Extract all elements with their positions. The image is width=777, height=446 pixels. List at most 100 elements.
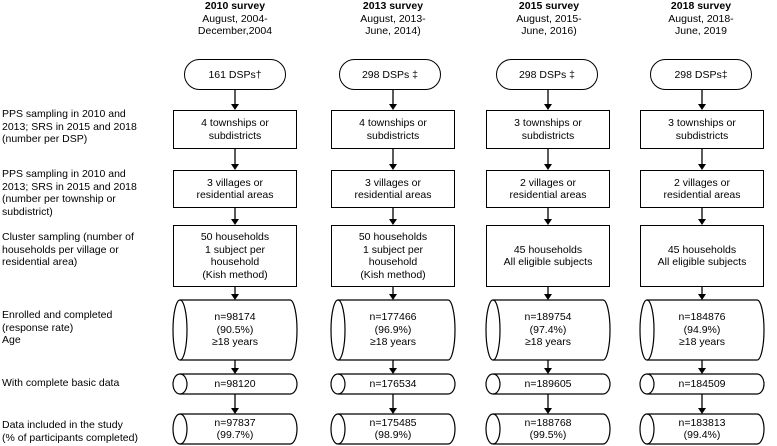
label-line: subdistrict) xyxy=(2,205,53,218)
cyl-line: n=189605 xyxy=(524,377,572,390)
survey-header: 2010 survey August, 2004- December,2004 xyxy=(170,0,300,38)
box-line: (Kish method) xyxy=(202,268,268,281)
cylinder-face xyxy=(492,299,501,361)
complete-cylinder: n=184509 xyxy=(640,374,764,394)
label-line: Age xyxy=(2,334,21,346)
dsp-node: 298 DSPs ‡ xyxy=(496,59,598,90)
cyl-line: n=98120 xyxy=(214,377,256,390)
survey-period: August, 2013- xyxy=(360,12,426,25)
box-line: subdistricts xyxy=(366,129,420,142)
cylinder-body xyxy=(172,299,298,361)
box-line: subdistricts xyxy=(208,129,262,142)
label-line: 2013; SRS in 2015 and 2018 xyxy=(2,120,137,133)
survey-header: 2013 survey August, 2013- June, 2014) xyxy=(328,0,458,38)
cyl-line: (99.5%) xyxy=(529,429,567,441)
cyl-line: n=183813 xyxy=(678,416,726,429)
arrow-head xyxy=(544,294,552,300)
survey-period: June, 2016) xyxy=(521,25,577,37)
cylinder-face xyxy=(337,413,346,445)
arrow-head xyxy=(544,164,552,170)
label-townships: PPS sampling in 2010 and 2013; SRS in 20… xyxy=(2,108,137,146)
cyl-line: (94.9%) xyxy=(683,323,721,336)
arrow-head xyxy=(231,104,239,110)
label-line: (number per DSP) xyxy=(2,133,88,145)
arrow-head xyxy=(231,164,239,170)
box-line: residential areas xyxy=(354,189,432,201)
survey-year: 2013 survey xyxy=(362,0,424,12)
survey-year: 2015 survey xyxy=(518,0,580,12)
cyl-line: ≥18 years xyxy=(369,336,417,349)
label-line: PPS sampling in 2010 and xyxy=(2,108,126,120)
box-line: 50 households xyxy=(200,231,270,243)
label-villages: PPS sampling in 2010 and 2013; SRS in 20… xyxy=(2,168,137,218)
included-cylinder: n=188768 (99.5%) xyxy=(486,414,610,444)
cyl-line: n=184876 xyxy=(678,311,726,324)
cyl-line: n=176534 xyxy=(369,377,417,390)
cylinder-body xyxy=(639,299,765,361)
complete-cylinder: n=176534 xyxy=(331,374,455,394)
complete-cylinder: n=98120 xyxy=(173,374,297,394)
cylinder-face xyxy=(337,373,346,395)
survey-period: August, 2015- xyxy=(516,12,582,25)
arrow-head xyxy=(544,368,552,374)
box-line: household xyxy=(368,256,418,268)
cylinder-face xyxy=(646,299,655,361)
cyl-line: (96.9%) xyxy=(374,323,412,336)
survey-year: 2018 survey xyxy=(670,0,732,12)
enrolled-cylinder: n=189754 (97.4%) ≥18 years xyxy=(486,300,610,360)
cylinder-body xyxy=(485,373,611,395)
box-line: 45 households xyxy=(667,243,737,256)
cylinder-face xyxy=(492,373,501,395)
survey-period: June, 2014) xyxy=(365,25,421,37)
box-line: 4 townships or xyxy=(201,117,269,129)
label-households: Cluster sampling (number of households p… xyxy=(2,231,134,269)
townships-box: 3 townships or subdistricts xyxy=(486,110,610,149)
cyl-line: ≥18 years xyxy=(211,336,259,349)
survey-header: 2015 survey August, 2015- June, 2016) xyxy=(484,0,614,38)
cyl-line: (90.5%) xyxy=(216,323,254,336)
cylinder-body xyxy=(330,373,456,395)
cyl-line: ≥18 years xyxy=(524,336,572,349)
cylinder-face xyxy=(179,373,188,395)
cyl-line: n=98174 xyxy=(214,311,256,324)
box-line: subdistricts xyxy=(675,129,729,142)
cyl-line: n=175485 xyxy=(369,416,417,429)
households-box: 45 households All eligible subjects xyxy=(640,225,764,287)
survey-period: August, 2004- xyxy=(202,12,268,25)
dsp-node: 298 DSPs ‡ xyxy=(339,59,441,90)
enrolled-cylinder: n=184876 (94.9%) ≥18 years xyxy=(640,300,764,360)
arrow-head xyxy=(389,294,397,300)
cyl-line: (98.9%) xyxy=(374,429,412,441)
arrow-head xyxy=(698,104,706,110)
cylinder-body xyxy=(330,413,456,445)
arrow-head xyxy=(231,219,239,225)
cylinder-face xyxy=(492,413,501,445)
survey-period: June, 2019 xyxy=(675,25,727,37)
box-line: 3 townships or xyxy=(514,117,582,129)
cylinder-body xyxy=(639,413,765,445)
cylinder-body xyxy=(172,413,298,445)
cylinder-face xyxy=(646,373,655,395)
arrow-head xyxy=(231,294,239,300)
survey-period: December,2004 xyxy=(197,25,273,37)
included-cylinder: n=183813 (99.4%) xyxy=(640,414,764,444)
label-included: Data included in the study (% of partici… xyxy=(2,419,138,444)
cylinder-body xyxy=(485,299,611,361)
box-line: 50 households xyxy=(358,231,428,243)
cylinder-body xyxy=(485,413,611,445)
included-cylinder: n=97837 (99.7%) xyxy=(173,414,297,444)
cylinder-face xyxy=(337,299,346,361)
label-line: residential area) xyxy=(2,256,78,268)
arrow-head xyxy=(231,368,239,374)
label-line: (% of participants completed) xyxy=(2,431,138,444)
arrow-head xyxy=(389,219,397,225)
label-enrolled: Enrolled and completed (response rate) A… xyxy=(2,309,112,347)
label-line: Cluster sampling (number of xyxy=(2,231,134,243)
label-line: (number per township or xyxy=(2,193,116,205)
survey-year: 2010 survey xyxy=(204,0,266,12)
label-complete: With complete basic data xyxy=(2,377,119,390)
box-line: 1 subject per xyxy=(362,243,424,256)
cyl-line: (99.7%) xyxy=(216,429,254,441)
households-box: 50 households 1 subject per household (K… xyxy=(173,225,297,287)
